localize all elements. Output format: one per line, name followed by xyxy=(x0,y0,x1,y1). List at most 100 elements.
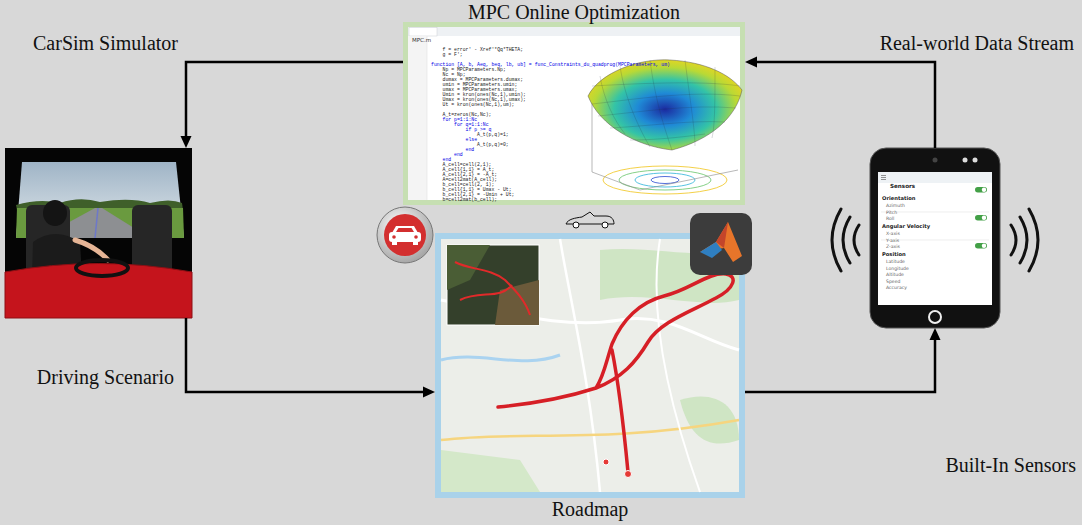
sensor-reading: Azimuth xyxy=(886,203,905,209)
flow-line xyxy=(755,62,935,148)
panel-heading: MPC Online Optimization xyxy=(468,1,680,23)
sensor-reading: Pitch xyxy=(886,210,897,216)
code-line: A_t(p,q)=0; xyxy=(477,142,509,147)
code-window-part xyxy=(408,27,740,36)
code-line: for p=1:1:Nc xyxy=(443,117,478,122)
smartphone-body-part xyxy=(982,216,986,220)
arrow-head xyxy=(181,136,192,148)
matlab-logo-part xyxy=(700,222,742,262)
flow-label-holder: Real-world Data Stream xyxy=(878,32,1076,55)
sensor-reading: Orientation xyxy=(882,195,915,202)
flow-label: Driving Scenario xyxy=(35,366,176,389)
sensor-reading: Y-axis xyxy=(886,238,899,244)
code-line: A_t=zeros(Nc,Nc); xyxy=(443,112,492,117)
panel-heading: CarSim Simulator xyxy=(33,32,178,55)
sensor-reading-holder: Orientation xyxy=(882,186,915,204)
route-map-part xyxy=(441,355,560,361)
matlab-logo-part xyxy=(690,213,752,275)
car-icon-part xyxy=(414,235,418,239)
surface-plot-part-part xyxy=(650,60,672,150)
arrow-head xyxy=(423,387,435,398)
car-icon-part xyxy=(384,214,426,256)
car-icon-part xyxy=(396,228,414,232)
driving-simulator-view-part xyxy=(43,200,67,226)
sensor-reading-holder: Sensors xyxy=(890,174,915,192)
editor-tab-holder: MPC.m xyxy=(412,28,431,46)
sensor-reading: Angular Velocity xyxy=(882,223,930,230)
flow-line xyxy=(186,62,403,138)
signal-waves-part xyxy=(1020,217,1027,263)
car-icon-part xyxy=(392,241,397,245)
driving-simulator-view-part xyxy=(5,264,192,319)
driving-simulator-view-part xyxy=(75,240,108,260)
car-outline-part xyxy=(573,222,579,228)
code-line: end xyxy=(466,147,475,152)
optimization-panel: MPC Online OptimizationMPC.mf = error' -… xyxy=(403,22,745,205)
car-icon-part xyxy=(392,235,396,239)
code-window-part xyxy=(406,25,743,203)
surface-plot-part-part xyxy=(620,66,650,147)
sensor-reading-holder: Y-axis xyxy=(886,228,899,246)
flow-label-holder: Driving Scenario xyxy=(35,366,176,389)
smartphone: Built-In SensorsSensorsOrientationAzimut… xyxy=(868,148,1002,328)
signal-waves-part xyxy=(854,225,859,255)
route-map-part xyxy=(625,471,632,478)
sensor-reading-holder: Pitch xyxy=(886,200,897,218)
smartphone-body-part xyxy=(881,175,886,176)
smartphone-body-part xyxy=(973,158,978,163)
sensor-reading: Altitude xyxy=(886,272,904,278)
surface-plot-part xyxy=(592,60,740,150)
surface-plot-part-part xyxy=(610,122,725,128)
route-map xyxy=(438,236,742,495)
route-map-part xyxy=(603,459,609,465)
flow-label: Real-world Data Stream xyxy=(878,32,1076,55)
sensor-reading-holder: Roll xyxy=(886,206,894,224)
code-line: g = F'; xyxy=(443,52,463,57)
surface-plot-part xyxy=(651,177,679,184)
sensor-reading-holder: Accuracy xyxy=(886,275,907,293)
code-line: A_cell{2,1} = -A_t; xyxy=(443,172,498,177)
sensor-reading: Speed xyxy=(886,279,900,285)
code-line: A_cell=cell(2,1); xyxy=(443,162,492,167)
sensor-reading: Z-axis xyxy=(886,244,900,250)
route-map-part xyxy=(612,350,628,472)
sensor-reading-holder: Longitude xyxy=(886,256,909,274)
surface-plot-part xyxy=(592,98,593,172)
flow-line xyxy=(186,318,425,392)
code-line: end xyxy=(443,157,452,162)
smartphone-body-part xyxy=(870,148,1000,328)
smartphone-body-part xyxy=(975,243,987,249)
car-icon-part xyxy=(392,226,418,233)
route-map-part xyxy=(441,450,540,492)
car-outline xyxy=(566,212,614,228)
car-icon-part xyxy=(413,241,418,245)
code-line: b_cell=cell(2, 1); xyxy=(443,182,495,187)
surface-plot-part-part xyxy=(600,76,625,134)
sensor-reading-holder: Speed xyxy=(886,269,900,287)
code-line: b=cell2mat(b_cell); xyxy=(443,197,498,202)
code-line: umin = MPCParameters.umin; xyxy=(443,82,518,87)
code-line: function [A, b, Aeq, beq, lb, ub] = func… xyxy=(431,62,670,67)
code-line: for q=1:1:Nc xyxy=(454,122,489,127)
panel-heading-holder: MPC Online Optimization xyxy=(403,1,745,23)
panel-heading-holder: Built-In Sensors xyxy=(945,454,1076,477)
route-map-part xyxy=(460,285,512,300)
sensor-reading: Sensors xyxy=(890,183,915,190)
matlab-logo-part xyxy=(700,242,722,258)
code-window-part xyxy=(408,36,427,200)
route-map-part xyxy=(680,396,739,443)
sensor-reading: Longitude xyxy=(886,266,909,272)
panel-heading-holder: CarSim Simulator xyxy=(33,32,178,55)
sensor-reading-holder: Z-axis xyxy=(886,234,900,252)
code-line: f = error' - Xref'*Qq*THETA; xyxy=(443,47,524,52)
panel-heading: Built-In Sensors xyxy=(945,454,1076,477)
car-outline-part xyxy=(602,222,608,228)
code-line: A=cell2mat(A_cell); xyxy=(443,177,498,182)
signal-waves xyxy=(832,209,1038,271)
matlab-logo xyxy=(690,213,752,275)
driving-simulator-view-part xyxy=(76,260,128,276)
smartphone-body-part xyxy=(982,244,986,248)
surface-plot-part xyxy=(640,170,738,190)
